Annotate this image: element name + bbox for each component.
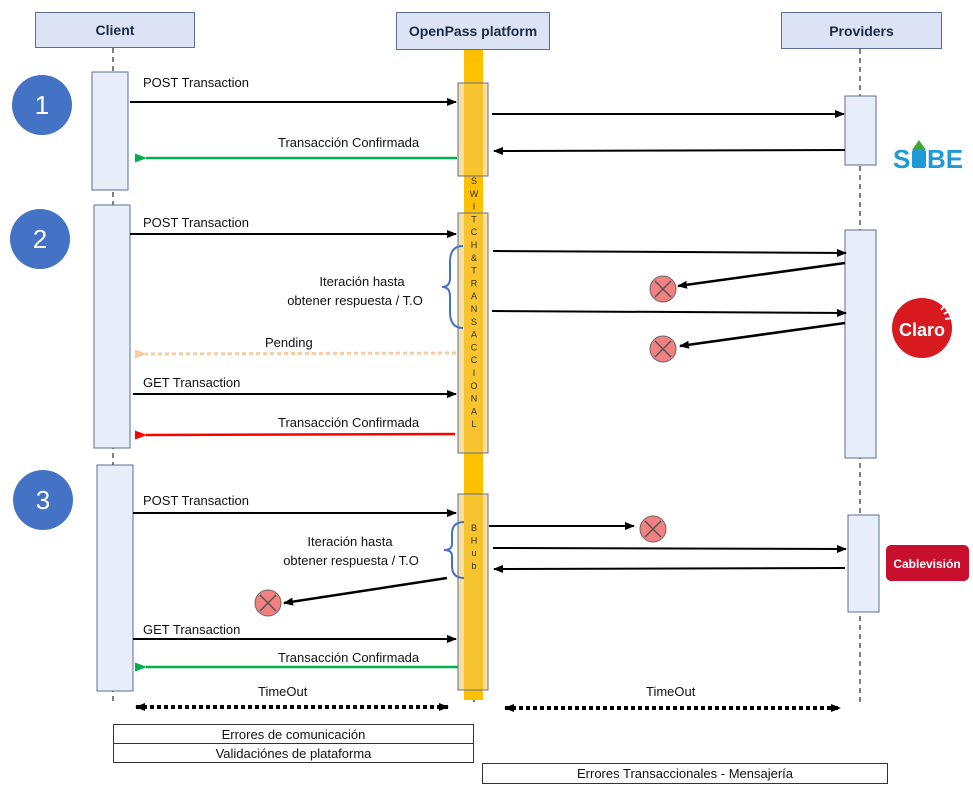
switch-letter: H (471, 240, 478, 250)
error-marker-icon (254, 589, 282, 617)
platform-header: OpenPass platform (396, 12, 550, 50)
switch-letter: I (473, 202, 476, 212)
s2-to-provider-arrow-2 (491, 308, 847, 317)
comm-errors-box: Errores de comunicación (113, 724, 474, 744)
switch-letter: O (470, 381, 477, 391)
s2-pending-label: Pending (265, 335, 313, 350)
switch-letter: I (473, 368, 476, 378)
s2-pending-arrow (134, 349, 457, 359)
switch-letter: A (471, 330, 477, 340)
switch-letter: R (471, 278, 478, 288)
hub-letter: H (471, 536, 478, 546)
s2-provider-reply-1 (677, 261, 846, 289)
switch-letter: T (471, 266, 477, 276)
cablevision-logo-text: Cablevisión (893, 557, 960, 571)
switch-letter: & (471, 253, 477, 263)
s1-post-label: POST Transaction (143, 75, 249, 90)
switch-letter: S (471, 176, 477, 186)
hub-letter: B (471, 523, 477, 533)
error-marker-icon (639, 515, 667, 543)
s2-iteration-line2: obtener respuesta / T.O (287, 293, 423, 308)
switch-letter: S (471, 317, 477, 327)
provider-activation-3 (847, 514, 880, 613)
s2-iteration-line1: Iteración hasta (319, 274, 405, 289)
timeout-right-label: TimeOut (646, 684, 696, 699)
s3-client-error-arrow (283, 576, 448, 606)
s2-confirm-arrow (134, 430, 456, 440)
switch-letter: C (471, 227, 478, 237)
client-activation-2 (93, 204, 131, 449)
client-header: Client (35, 12, 195, 48)
s3-iteration-brace (443, 521, 465, 579)
provider-activation-2 (844, 229, 877, 459)
platform-activation-3 (457, 493, 489, 691)
s2-iteration-brace (441, 245, 464, 329)
s2-provider-reply-2 (679, 321, 846, 349)
switch-letter: W (470, 189, 479, 199)
sube-logo: S BE (893, 140, 963, 174)
hub-letter: u (471, 548, 476, 558)
switch-letter: L (471, 419, 476, 429)
switch-letter: N (471, 394, 478, 404)
cablevision-logo: Cablevisión (886, 545, 969, 581)
s3-iteration-line2: obtener respuesta / T.O (283, 553, 419, 568)
step-2-circle (10, 209, 70, 269)
claro-logo-text: Claro (899, 320, 945, 340)
hub-letter: b (471, 561, 476, 571)
switch-letter: A (471, 291, 477, 301)
platform-validations-box: Validaciónes de plataforma (113, 743, 474, 763)
s3-get-label: GET Transaction (143, 622, 240, 637)
step-1-circle (12, 75, 72, 135)
svg-text:BE: BE (927, 144, 963, 174)
client-activation-3 (96, 464, 134, 692)
switch-letter: T (471, 214, 477, 224)
error-marker-icon (649, 275, 677, 303)
tx-errors-box: Errores Transaccionales - Mensajería (482, 763, 888, 784)
step-3-number: 3 (36, 485, 50, 515)
switch-letter: N (471, 304, 478, 314)
s3-iteration-line1: Iteración hasta (307, 534, 393, 549)
claro-logo: Claro (892, 298, 953, 358)
step-2-number: 2 (33, 224, 47, 254)
platform-activation-2 (457, 212, 489, 454)
s2-post-label: POST Transaction (143, 215, 249, 230)
step-3-circle (13, 470, 73, 530)
switch-letter: C (471, 342, 478, 352)
client-activation-1 (91, 71, 129, 191)
switch-letter: A (471, 406, 477, 416)
providers-header: Providers (781, 12, 942, 49)
s3-to-provider-arrow (492, 544, 847, 553)
s1-from-provider-arrow (493, 146, 846, 155)
platform-activation-1 (457, 82, 489, 177)
s3-from-provider-arrow (493, 564, 846, 573)
sube-logo-text: S (893, 144, 910, 174)
provider-activation-1 (844, 95, 877, 166)
s2-to-provider-arrow-1 (492, 248, 847, 257)
step-1-number: 1 (35, 90, 49, 120)
error-marker-icon (649, 335, 677, 363)
s3-confirm-label: Transacción Confirmada (278, 650, 420, 665)
s3-post-label: POST Transaction (143, 493, 249, 508)
s2-get-label: GET Transaction (143, 375, 240, 390)
s2-confirm-label: Transacción Confirmada (278, 415, 420, 430)
s1-confirm-label: Transacción Confirmada (278, 135, 420, 150)
timeout-left-label: TimeOut (258, 684, 308, 699)
switch-letter: C (471, 355, 478, 365)
